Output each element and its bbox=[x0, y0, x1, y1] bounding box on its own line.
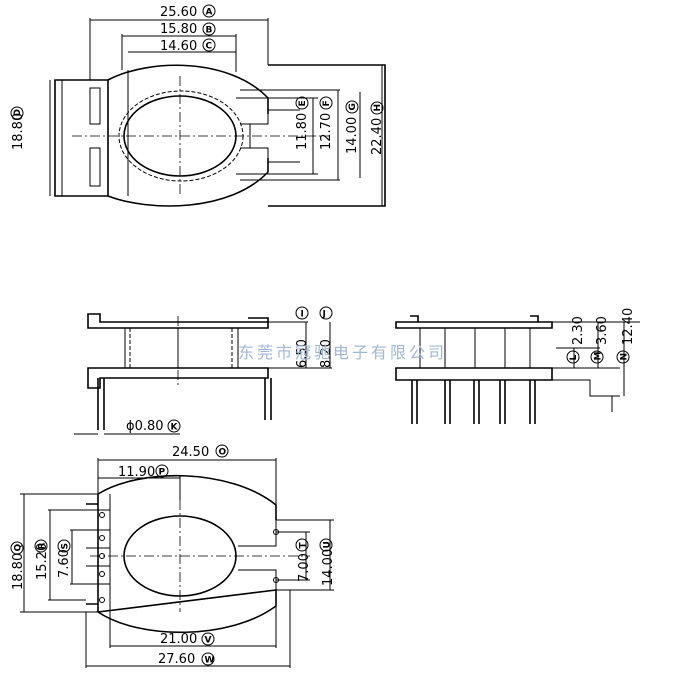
dim-O-letter: O bbox=[219, 448, 227, 458]
dim-P-value: 11.90 bbox=[118, 465, 155, 480]
dim-L-letter: L bbox=[569, 355, 579, 361]
top-view: 25.60 A 15.80 B 14.60 C 18.80 D 11.80 E … bbox=[10, 4, 386, 207]
dim-Q-value: 18.80 bbox=[11, 553, 26, 590]
dim-F-letter: F bbox=[322, 100, 332, 106]
dim-M-letter: M bbox=[594, 352, 604, 361]
dim-W-letter: W bbox=[205, 656, 215, 666]
side-view: ϕ0.80 K I J 6.50 8.20 bbox=[74, 306, 334, 435]
dim-S-value: 7.60 bbox=[57, 549, 72, 578]
dim-K-value: ϕ0.80 bbox=[126, 419, 164, 434]
dim-V-letter: V bbox=[205, 636, 212, 646]
dim-U-value: 14.00 bbox=[321, 549, 336, 586]
dim-O-value: 24.50 bbox=[172, 445, 209, 460]
dim-L-value: 2.30 bbox=[571, 316, 586, 345]
dim-B-value: 15.80 bbox=[160, 22, 197, 37]
dim-J-value: 8.20 bbox=[319, 339, 334, 368]
dim-J-letter: J bbox=[322, 310, 326, 320]
dim-V-value: 21.00 bbox=[160, 632, 197, 647]
dim-I-value: 6.50 bbox=[295, 339, 310, 368]
dim-K-letter: K bbox=[171, 423, 179, 433]
watermark: 东莞市冠驰电子有限公司 bbox=[238, 343, 447, 362]
dim-D-letter: D bbox=[13, 109, 23, 116]
dim-S-letter: S bbox=[61, 543, 71, 549]
dim-D-value: 18.80 bbox=[11, 113, 26, 150]
dim-A-value: 25.60 bbox=[160, 5, 197, 20]
dim-G-letter: G bbox=[348, 103, 358, 110]
dim-F-value: 12.70 bbox=[319, 113, 334, 150]
dim-E-letter: E bbox=[298, 100, 308, 106]
dim-C-letter: C bbox=[206, 42, 213, 52]
dim-Q-letter: Q bbox=[14, 544, 24, 552]
dim-A-letter: A bbox=[206, 8, 213, 18]
dim-I-letter: I bbox=[301, 310, 304, 320]
dim-U-letter: U bbox=[323, 541, 333, 548]
dim-N-value: 12.40 bbox=[621, 308, 636, 345]
dim-T-value: 7.00 bbox=[297, 553, 312, 582]
dim-B-letter: B bbox=[206, 26, 213, 36]
dim-W-value: 27.60 bbox=[158, 652, 195, 667]
dim-M-value: 3.60 bbox=[595, 316, 610, 345]
dim-G-value: 14.00 bbox=[345, 117, 360, 154]
dim-C-value: 14.60 bbox=[160, 39, 197, 54]
dim-R-letter: R bbox=[38, 543, 48, 550]
dim-P-letter: P bbox=[159, 468, 166, 478]
dim-N-letter: N bbox=[620, 353, 630, 361]
dim-H-value: 22.40 bbox=[370, 118, 385, 155]
end-view: 2.30 L 3.60 M 12.40 N bbox=[395, 308, 640, 424]
bottom-view: 24.50 O 11.90 P 18.80 Q 15.20 R 7.60 S 7… bbox=[10, 444, 336, 668]
dim-H-letter: H bbox=[373, 104, 383, 112]
dim-T-letter: T bbox=[299, 542, 309, 549]
dim-E-value: 11.80 bbox=[295, 113, 310, 150]
